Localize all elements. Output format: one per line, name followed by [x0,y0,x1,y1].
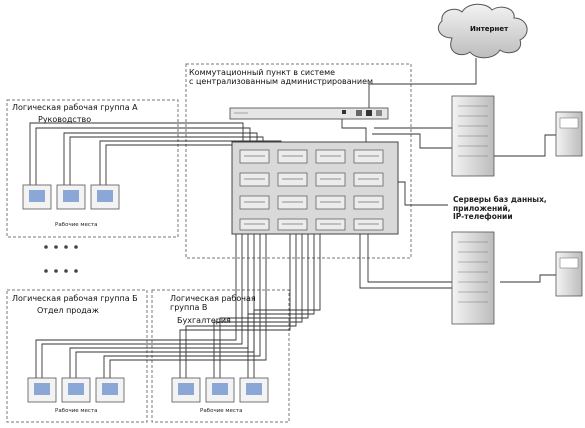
group-c-title: Логическая рабочая группа В [170,294,256,313]
group-c-subtitle: Бухгалтерия [177,316,231,325]
workstation-icon-group-c [171,377,269,403]
server-tower-icon [451,95,495,177]
group-a-subtitle: Руководство [38,115,92,124]
group-a-workstations-label: Рабочие места [55,222,98,228]
internet-cloud-icon [437,3,528,59]
group-b-subtitle: Отдел продаж [37,306,99,315]
internet-label: Интернет [470,25,509,33]
more-workstations-dots [44,245,78,273]
ip-phone-icon [555,111,583,157]
group-b-title: Логическая рабочая группа Б [12,294,138,303]
router-icon [229,107,389,120]
group-a-title: Логическая рабочая группа А [12,103,138,112]
workstation-icon-group-a [22,184,120,210]
patch-cabinet-icon [231,141,399,235]
network-cables [29,58,556,378]
group-a-boundary [6,99,179,238]
servers-label: Серверы баз данных, приложений, IP-телеф… [453,195,547,222]
workstation-icon-group-b [27,377,125,403]
group-c-workstations-label: Рабочие места [200,408,243,414]
group-b-workstations-label: Рабочие места [55,408,98,414]
switch-room-boundary [185,63,412,259]
switch-room-title: Коммутационный пункт в системе с централ… [189,68,374,87]
server-tower-icon [451,231,495,325]
ip-phone-icon [555,251,583,297]
